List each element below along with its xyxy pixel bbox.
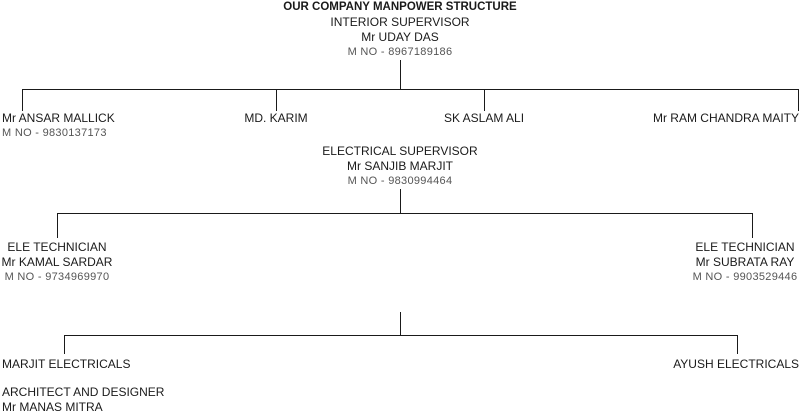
electrical-supervisor-mobile: M NO - 9830994464: [347, 175, 453, 187]
electrical-supervisor-name: Mr SANJIB MARJIT: [346, 159, 454, 173]
contractor-marjit: MARJIT ELECTRICALS: [2, 357, 131, 371]
technician-subrata-name: Mr SUBRATA RAY: [695, 255, 795, 269]
connector-drop-ansar: [22, 89, 23, 111]
connector-interior-bar: [22, 89, 798, 90]
technician-kamal-name: Mr KAMAL SARDAR: [1, 255, 113, 269]
chart-title: OUR COMPANY MANPOWER STRUCTURE: [283, 1, 517, 13]
connector-contractor-trunk: [400, 312, 401, 335]
connector-drop-subrata: [752, 213, 753, 238]
connector-drop-karim: [276, 89, 277, 111]
member-aslam-name: SK ASLAM ALI: [443, 111, 525, 125]
member-ansar-name: Mr ANSAR MALLICK: [2, 111, 115, 125]
connector-drop-kamal: [57, 213, 58, 238]
connector-drop-aslam: [484, 89, 485, 111]
interior-supervisor-name: Mr UDAY DAS: [361, 30, 439, 44]
interior-supervisor-role: INTERIOR SUPERVISOR: [330, 15, 470, 29]
technician-kamal-role: ELE TECHNICIAN: [7, 240, 107, 254]
connector-interior-trunk: [400, 60, 401, 89]
electrical-supervisor-role: ELECTRICAL SUPERVISOR: [322, 144, 478, 158]
connector-electrical-bar: [57, 213, 753, 214]
member-ansar-mobile: M NO - 9830137173: [2, 127, 107, 139]
connector-drop-ayush: [737, 335, 738, 354]
architect-role: ARCHITECT AND DESIGNER: [2, 385, 165, 399]
architect-name: Mr MANAS MITRA: [2, 400, 103, 414]
interior-supervisor-mobile: M NO - 8967189186: [347, 46, 453, 58]
technician-kamal-mobile: M NO - 9734969970: [4, 271, 110, 283]
connector-electrical-trunk: [400, 189, 401, 213]
member-karim-name: MD. KARIM: [244, 111, 308, 125]
technician-subrata-mobile: M NO - 9903529446: [692, 271, 798, 283]
member-ram-name: Mr RAM CHANDRA MAITY: [652, 111, 799, 125]
contractor-ayush: AYUSH ELECTRICALS: [673, 357, 799, 371]
connector-drop-ram: [798, 89, 799, 111]
connector-contractor-bar: [64, 335, 738, 336]
technician-subrata-role: ELE TECHNICIAN: [695, 240, 795, 254]
connector-drop-marjit: [64, 335, 65, 354]
